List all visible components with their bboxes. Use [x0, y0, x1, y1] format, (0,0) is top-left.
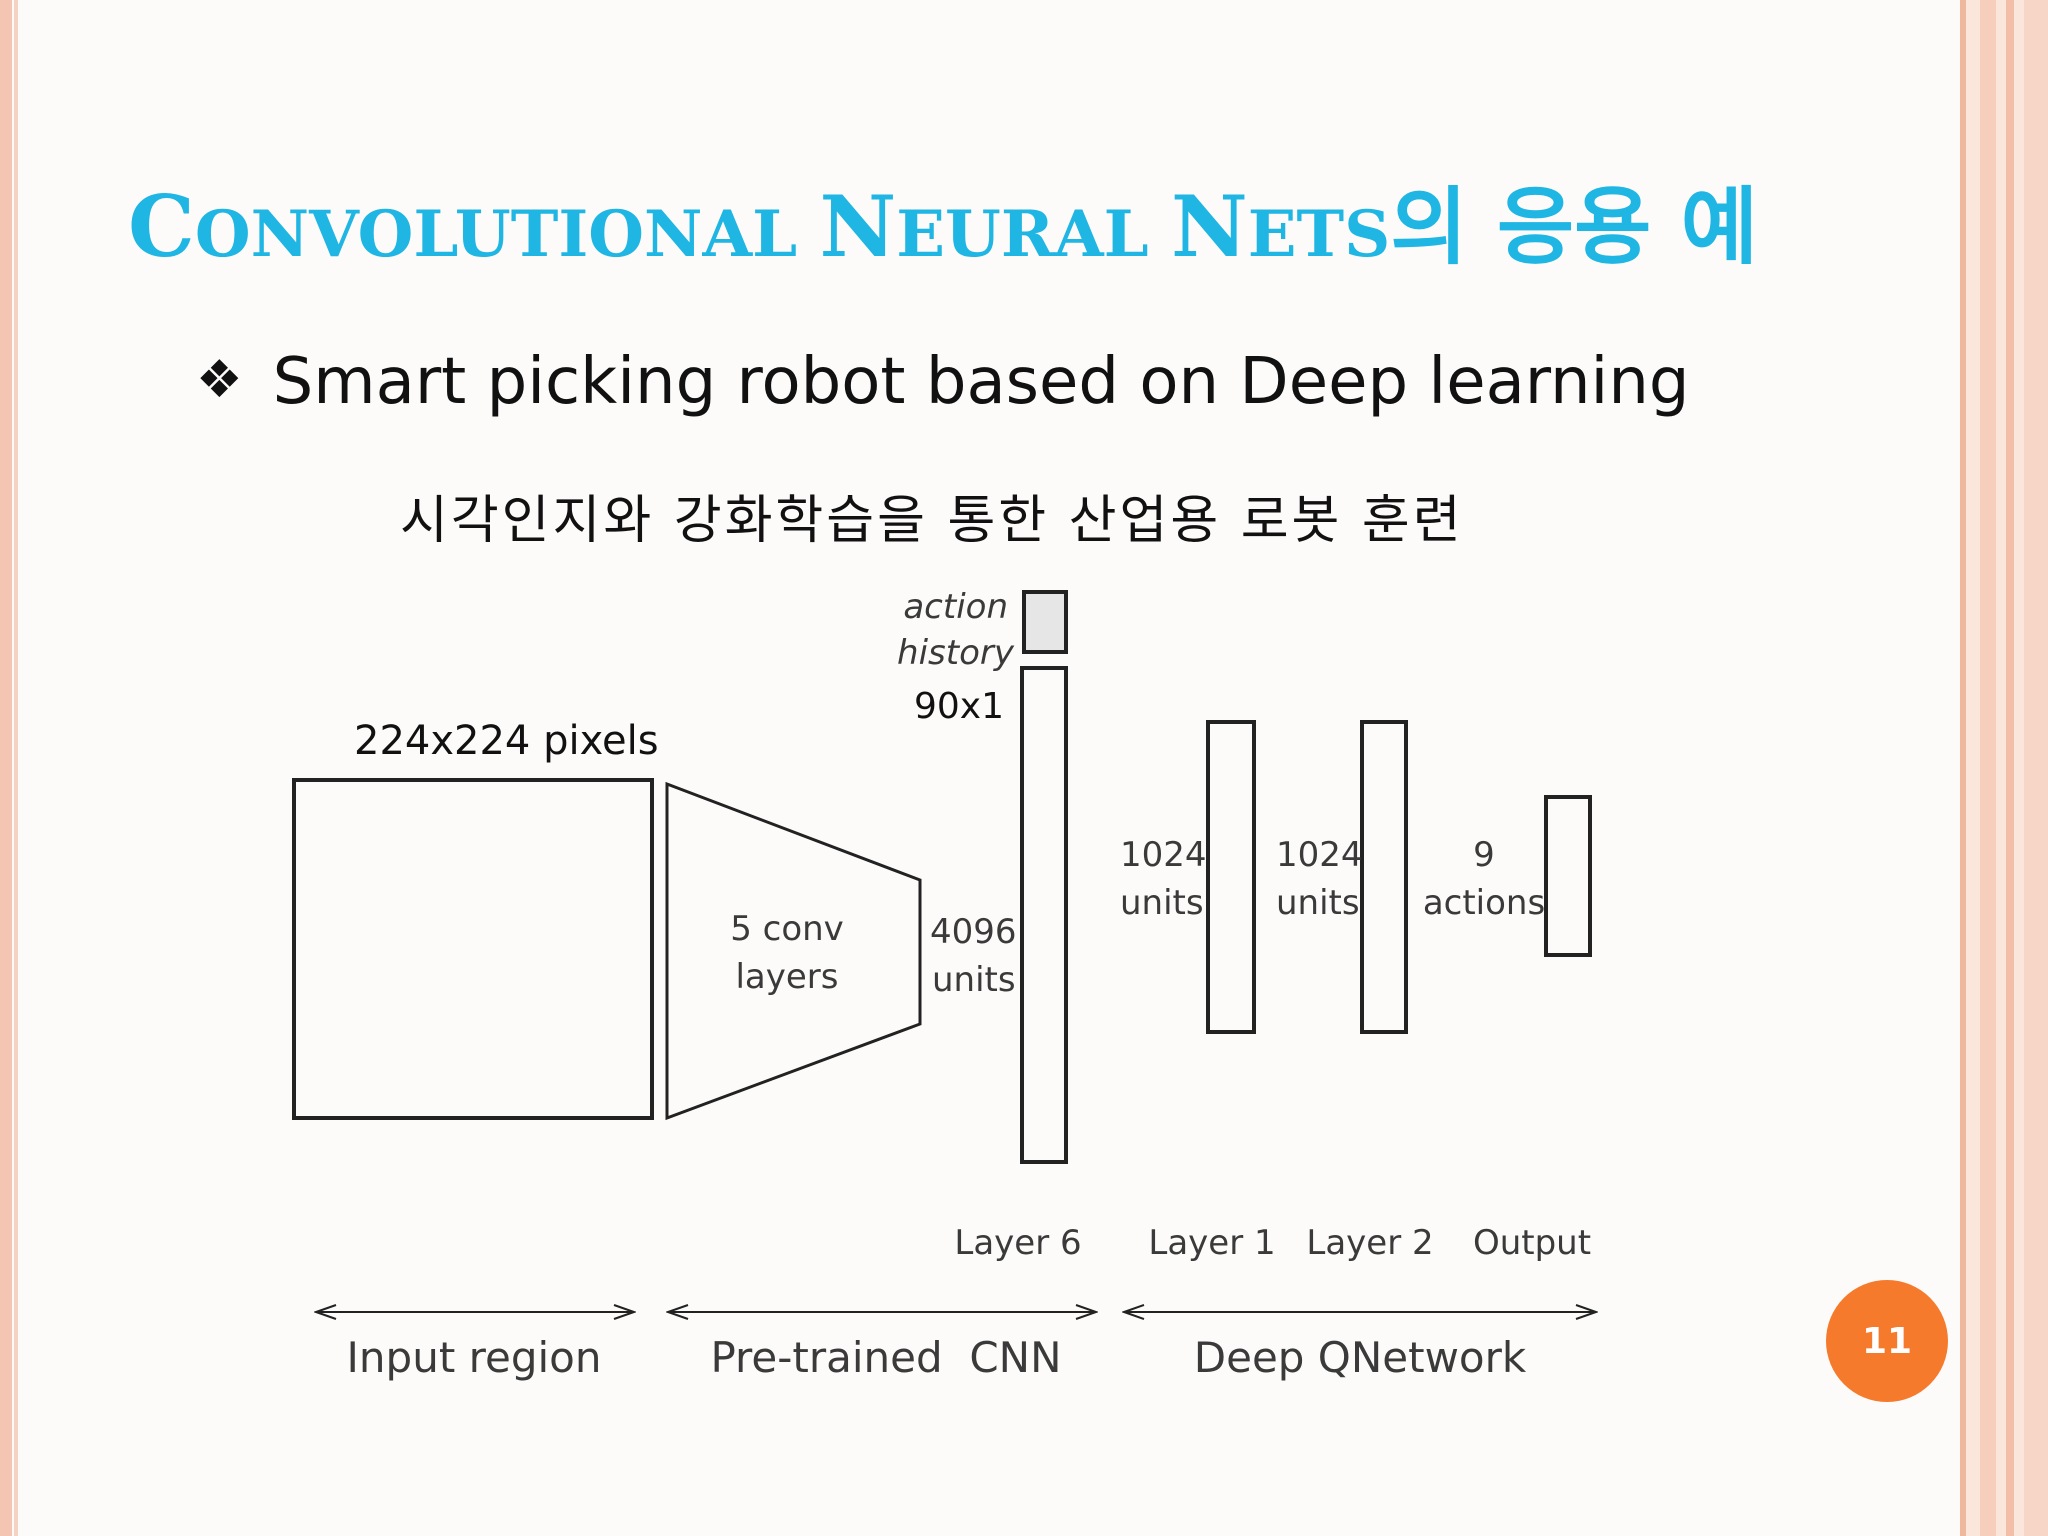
dqn-region-label: Deep QNetwork: [1194, 1333, 1527, 1382]
layer6-units-line2: units: [932, 960, 1016, 1000]
action-dim-label: 90x1: [914, 686, 1004, 727]
action-history-line1: action: [903, 587, 1008, 627]
diamond-bullet-icon: ❖: [196, 350, 243, 410]
page-number-badge: 11: [1826, 1280, 1948, 1402]
layer6-box: [1020, 666, 1068, 1164]
title-part: EURAL: [896, 197, 1171, 272]
layer2-units-line2: units: [1276, 883, 1360, 923]
layer1-name: Layer 1: [1148, 1223, 1275, 1263]
layer2-units-line1: 1024: [1276, 835, 1363, 875]
layer1-units-line1: 1024: [1120, 835, 1207, 875]
layer1-box: [1206, 720, 1256, 1034]
bullet-text: Smart picking robot based on Deep learni…: [272, 345, 1690, 419]
right-border-decoration: [1960, 0, 2048, 1536]
slide-title: CONVOLUTIONAL NEURAL NETS의 응용 예: [128, 160, 1758, 281]
input-region-label: Input region: [347, 1333, 602, 1382]
action-history-line2: history: [897, 633, 1015, 673]
title-part: N: [819, 177, 897, 276]
layer1-units-line2: units: [1120, 883, 1204, 923]
title-part: N: [1170, 177, 1248, 276]
title-part: C: [128, 177, 195, 276]
output-units-line2: actions: [1423, 883, 1545, 923]
conv-label-line1: 5 conv: [730, 909, 844, 949]
title-part: ETS: [1247, 197, 1391, 272]
cnn-region-label: Pre-trained CNN: [710, 1333, 1061, 1382]
left-border-decoration: [0, 0, 22, 1536]
output-units-line1: 9: [1473, 835, 1495, 875]
conv-layers-trapezoid: [665, 781, 922, 1121]
title-part: ONVOLUTIONAL: [194, 197, 820, 272]
layer6-units-line1: 4096: [930, 912, 1017, 952]
layer2-box: [1360, 720, 1408, 1034]
conv-label-line2: layers: [735, 957, 838, 997]
action-history-box: [1022, 590, 1068, 654]
title-part: 의 응용 예: [1390, 177, 1758, 276]
input-region-box: [292, 778, 654, 1120]
korean-subtitle: 시각인지와 강화학습을 통한 산업용 로봇 훈련: [400, 491, 1464, 551]
output-name: Output: [1473, 1223, 1591, 1263]
layer6-name: Layer 6: [954, 1223, 1081, 1263]
bullet-line: ❖ Smart picking robot based on Deep learn…: [196, 345, 1690, 419]
input-size-label: 224x224 pixels: [354, 718, 659, 764]
layer2-name: Layer 2: [1306, 1223, 1433, 1263]
output-box: [1544, 795, 1592, 957]
